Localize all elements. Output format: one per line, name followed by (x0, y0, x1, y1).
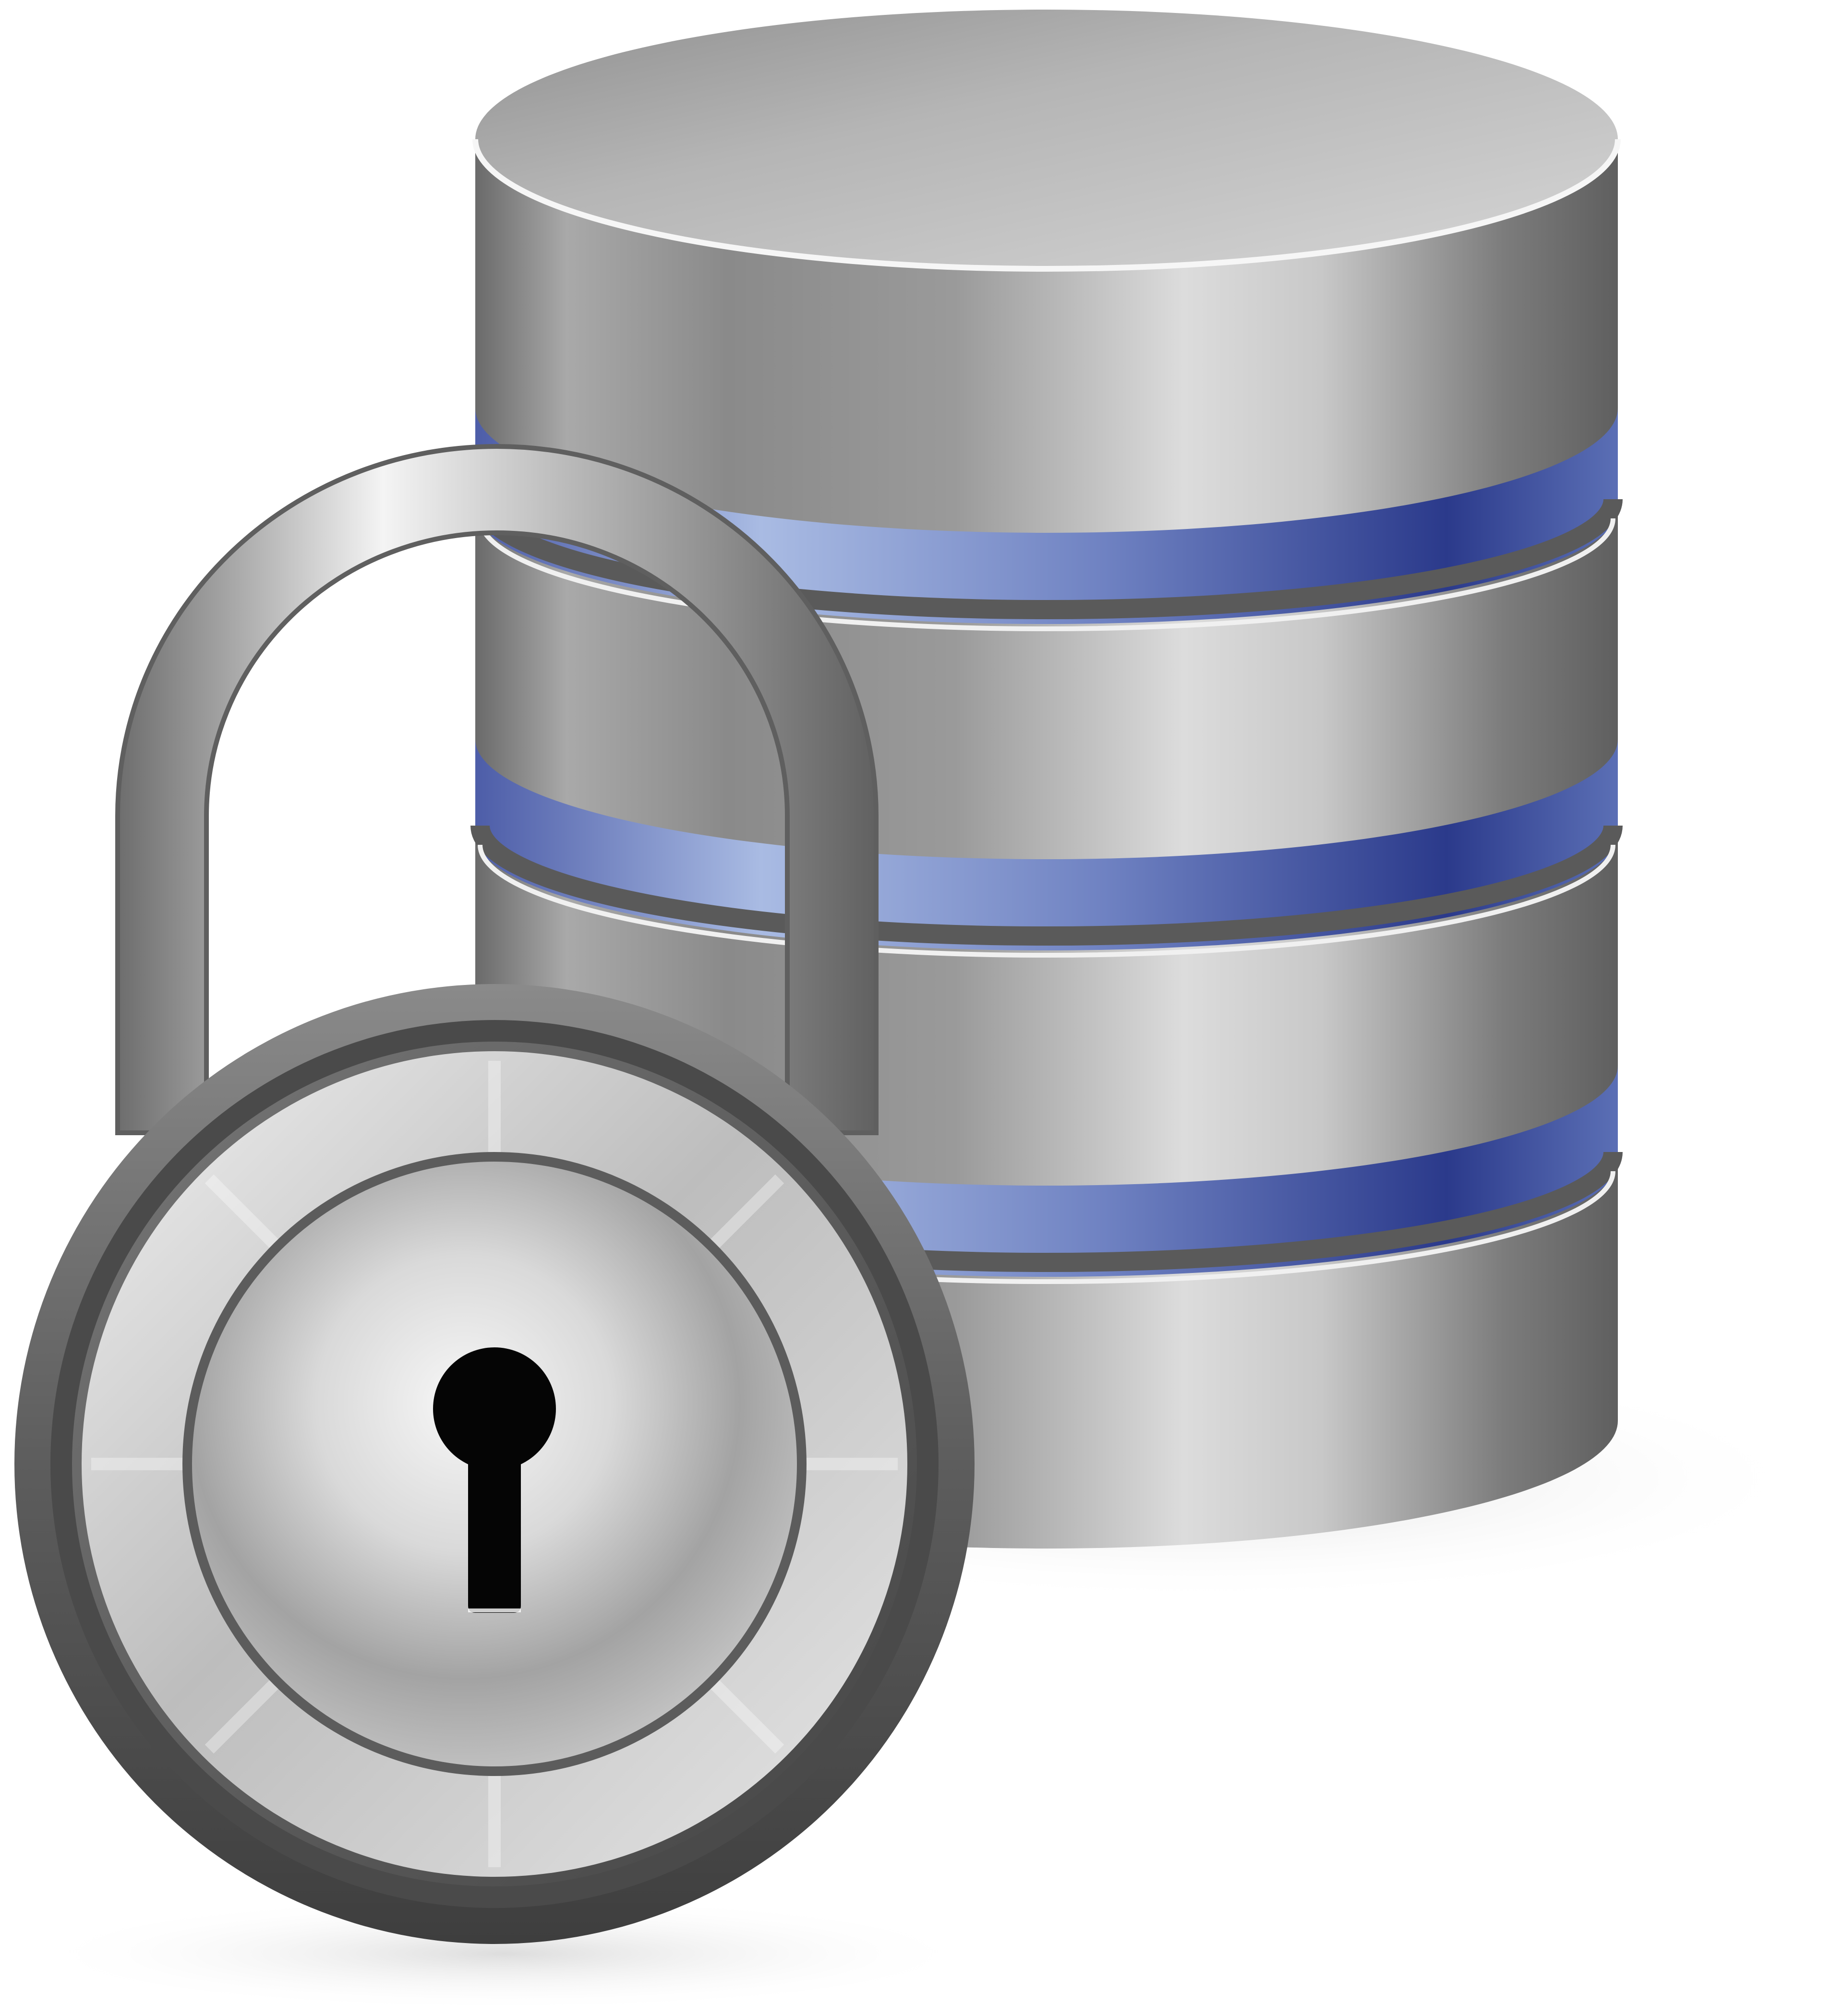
padlock-shadow (24, 1896, 984, 2011)
padlock-icon (14, 444, 975, 1944)
keyhole-icon (433, 1347, 556, 1613)
